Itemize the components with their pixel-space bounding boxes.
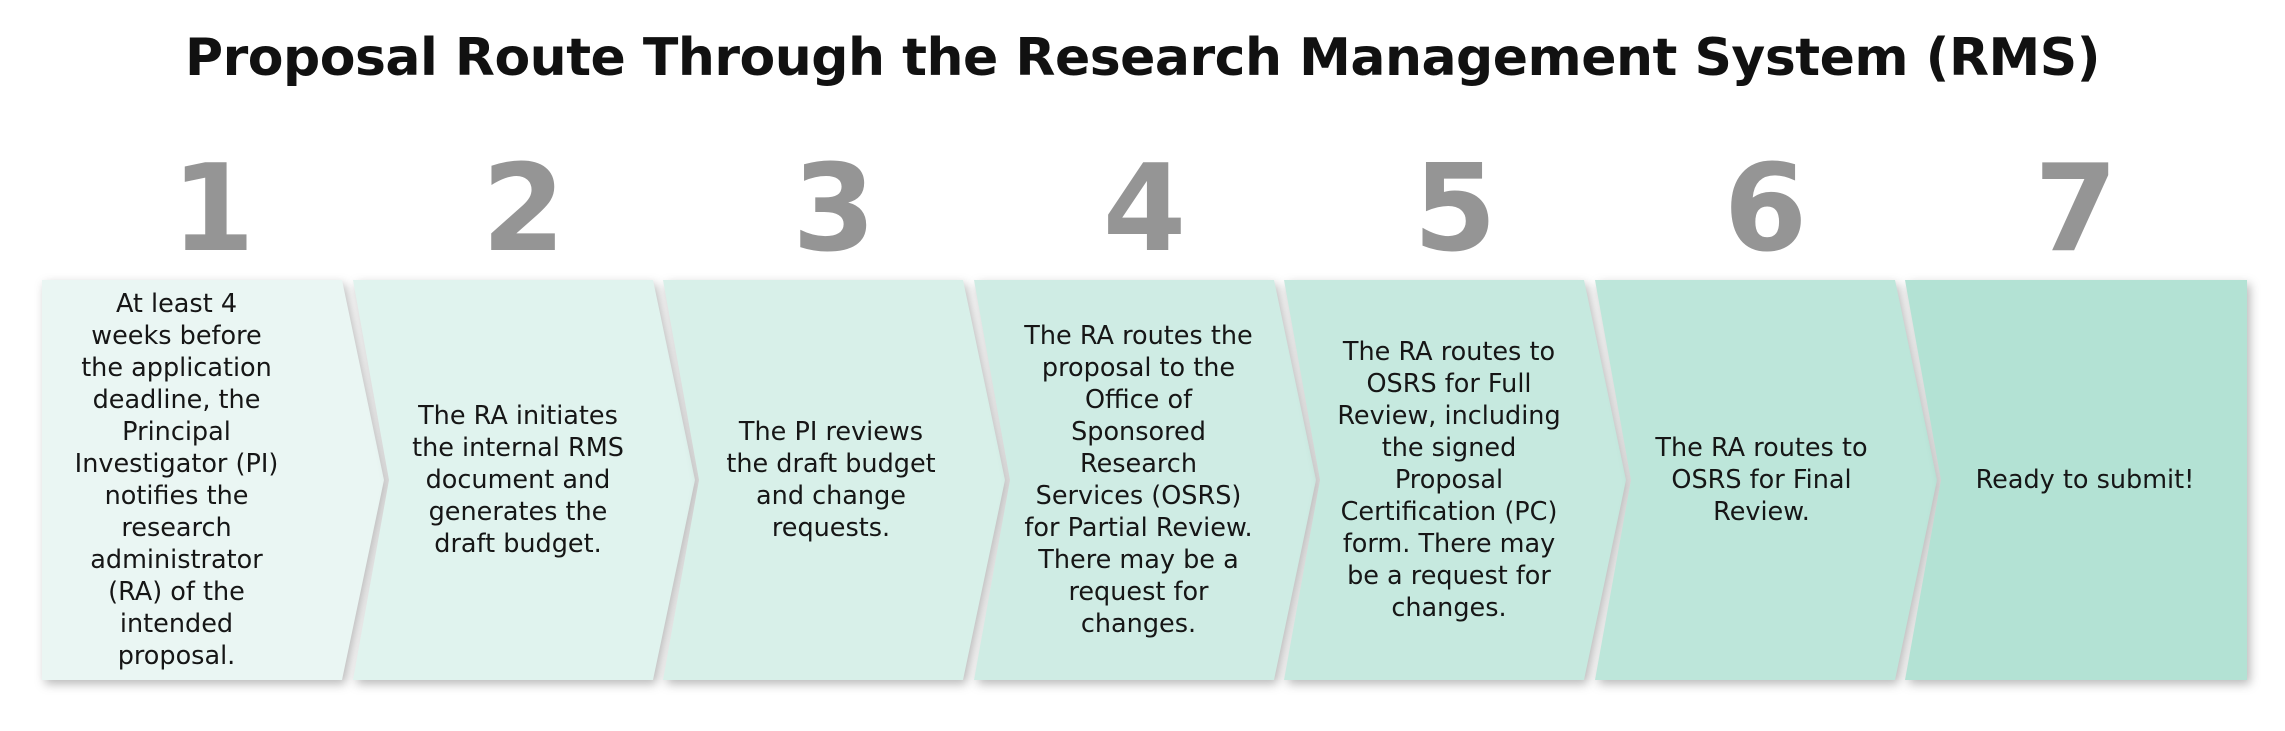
step-number: 3 bbox=[792, 140, 876, 279]
step-chevron bbox=[352, 280, 695, 680]
chevron-shape bbox=[1905, 280, 2247, 680]
step-number: 6 bbox=[1723, 140, 1808, 279]
chevron-shape bbox=[42, 280, 384, 680]
chevron-shape bbox=[352, 280, 695, 680]
chevron-shape bbox=[663, 280, 1005, 680]
step-description: The RA routes the proposal to the Office… bbox=[1024, 321, 1253, 639]
step-chevron bbox=[973, 280, 1316, 680]
step-number: 4 bbox=[1102, 140, 1187, 279]
step-description: The PI reviews the draft budget and chan… bbox=[726, 417, 936, 543]
step-number: 2 bbox=[481, 140, 566, 279]
step-chevron bbox=[42, 280, 384, 680]
step-description: At least 4 weeks before the application … bbox=[74, 289, 279, 671]
step-description: Ready to submit! bbox=[1975, 465, 2195, 495]
step-chevron bbox=[663, 280, 1005, 680]
chevron-shape bbox=[973, 280, 1316, 680]
chevron-shape bbox=[1284, 280, 1626, 680]
chevron-shape bbox=[1594, 280, 1937, 680]
step-description: The RA routes to OSRS for Full Review, i… bbox=[1337, 337, 1561, 623]
step-chevron bbox=[1905, 280, 2247, 680]
step-chevron bbox=[1594, 280, 1937, 680]
diagram-title: Proposal Route Through the Research Mana… bbox=[185, 28, 2100, 88]
step-number: 1 bbox=[171, 140, 255, 279]
step-number: 7 bbox=[2034, 140, 2118, 279]
step-chevron bbox=[1284, 280, 1626, 680]
step-number: 5 bbox=[1413, 140, 1497, 279]
step-description: The RA initiates the internal RMS docume… bbox=[412, 401, 624, 559]
step-description: The RA routes to OSRS for Final Review. bbox=[1655, 433, 1868, 527]
